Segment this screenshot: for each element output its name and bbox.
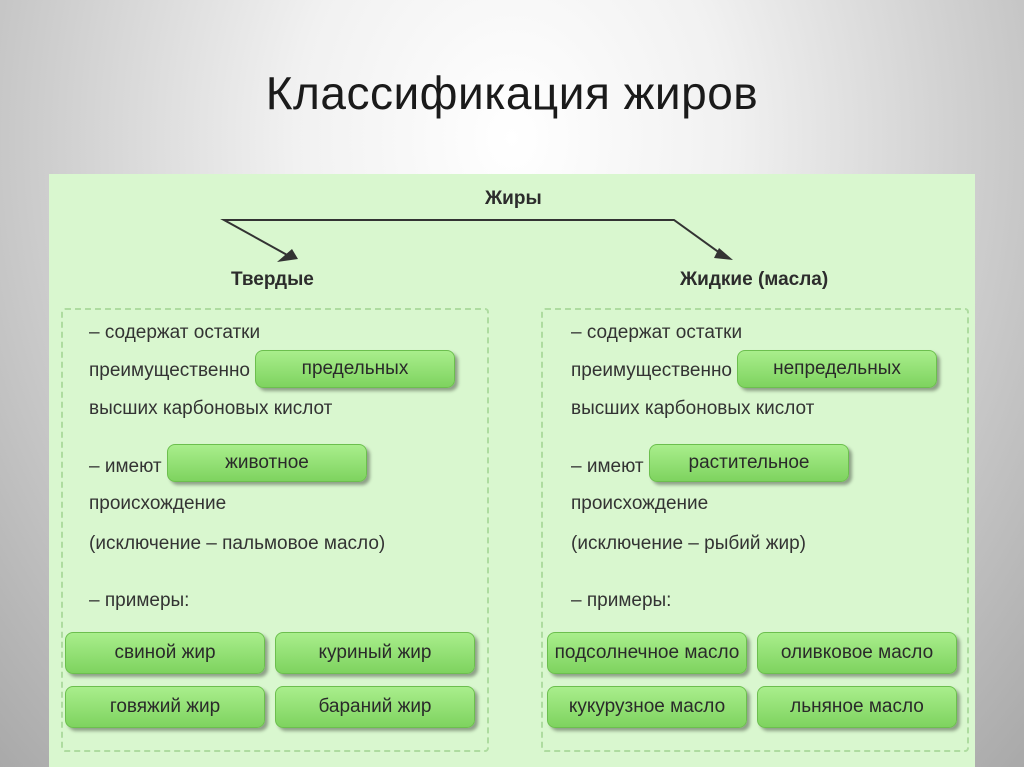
right-acid-type-box: непредельных <box>737 350 937 388</box>
right-line1: – содержат остатки <box>571 322 743 343</box>
left-heading: Твердые <box>231 269 314 290</box>
left-origin-prefix: – имеют <box>89 456 162 477</box>
left-example-1: свиной жир <box>65 632 265 674</box>
right-arrow-line <box>353 219 725 257</box>
left-examples-label: – примеры: <box>89 590 190 611</box>
left-arrow-line <box>220 219 353 257</box>
right-example-2: оливковое масло <box>757 632 957 674</box>
right-example-3: кукурузное масло <box>547 686 747 728</box>
left-arrowhead <box>277 249 298 262</box>
diagram-panel: Жиры Твердые Жидкие (масла) – содержат о… <box>49 174 975 767</box>
left-line2: преимущественно <box>89 360 250 381</box>
slide-title: Классификация жиров <box>265 67 759 119</box>
right-heading: Жидкие (масла) <box>680 269 829 290</box>
left-example-2: куриный жир <box>275 632 475 674</box>
right-arrowhead <box>714 248 733 260</box>
right-line3: высших карбоновых кислот <box>571 398 815 419</box>
right-column: – содержат остатки преимущественно непре… <box>541 308 969 752</box>
left-example-4: бараний жир <box>275 686 475 728</box>
right-origin-prefix: – имеют <box>571 456 644 477</box>
right-origin-suffix: происхождение <box>571 493 709 514</box>
left-origin-suffix: происхождение <box>89 493 227 514</box>
root-label: Жиры <box>485 188 542 209</box>
left-line3: высших карбоновых кислот <box>89 398 333 419</box>
left-line1: – содержат остатки <box>89 322 261 343</box>
branch-arrows <box>220 219 733 262</box>
right-line2: преимущественно <box>571 360 732 381</box>
right-origin-box: растительное <box>649 444 849 482</box>
left-example-3: говяжий жир <box>65 686 265 728</box>
right-examples-label: – примеры: <box>571 590 672 611</box>
right-exception: (исключение – рыбий жир) <box>571 533 806 554</box>
left-exception: (исключение – пальмовое масло) <box>89 533 386 554</box>
left-origin-box: животное <box>167 444 367 482</box>
left-column: – содержат остатки преимущественно преде… <box>61 308 489 752</box>
left-acid-type-box: предельных <box>255 350 455 388</box>
right-example-1: подсолнечное масло <box>547 632 747 674</box>
right-example-4: льняное масло <box>757 686 957 728</box>
